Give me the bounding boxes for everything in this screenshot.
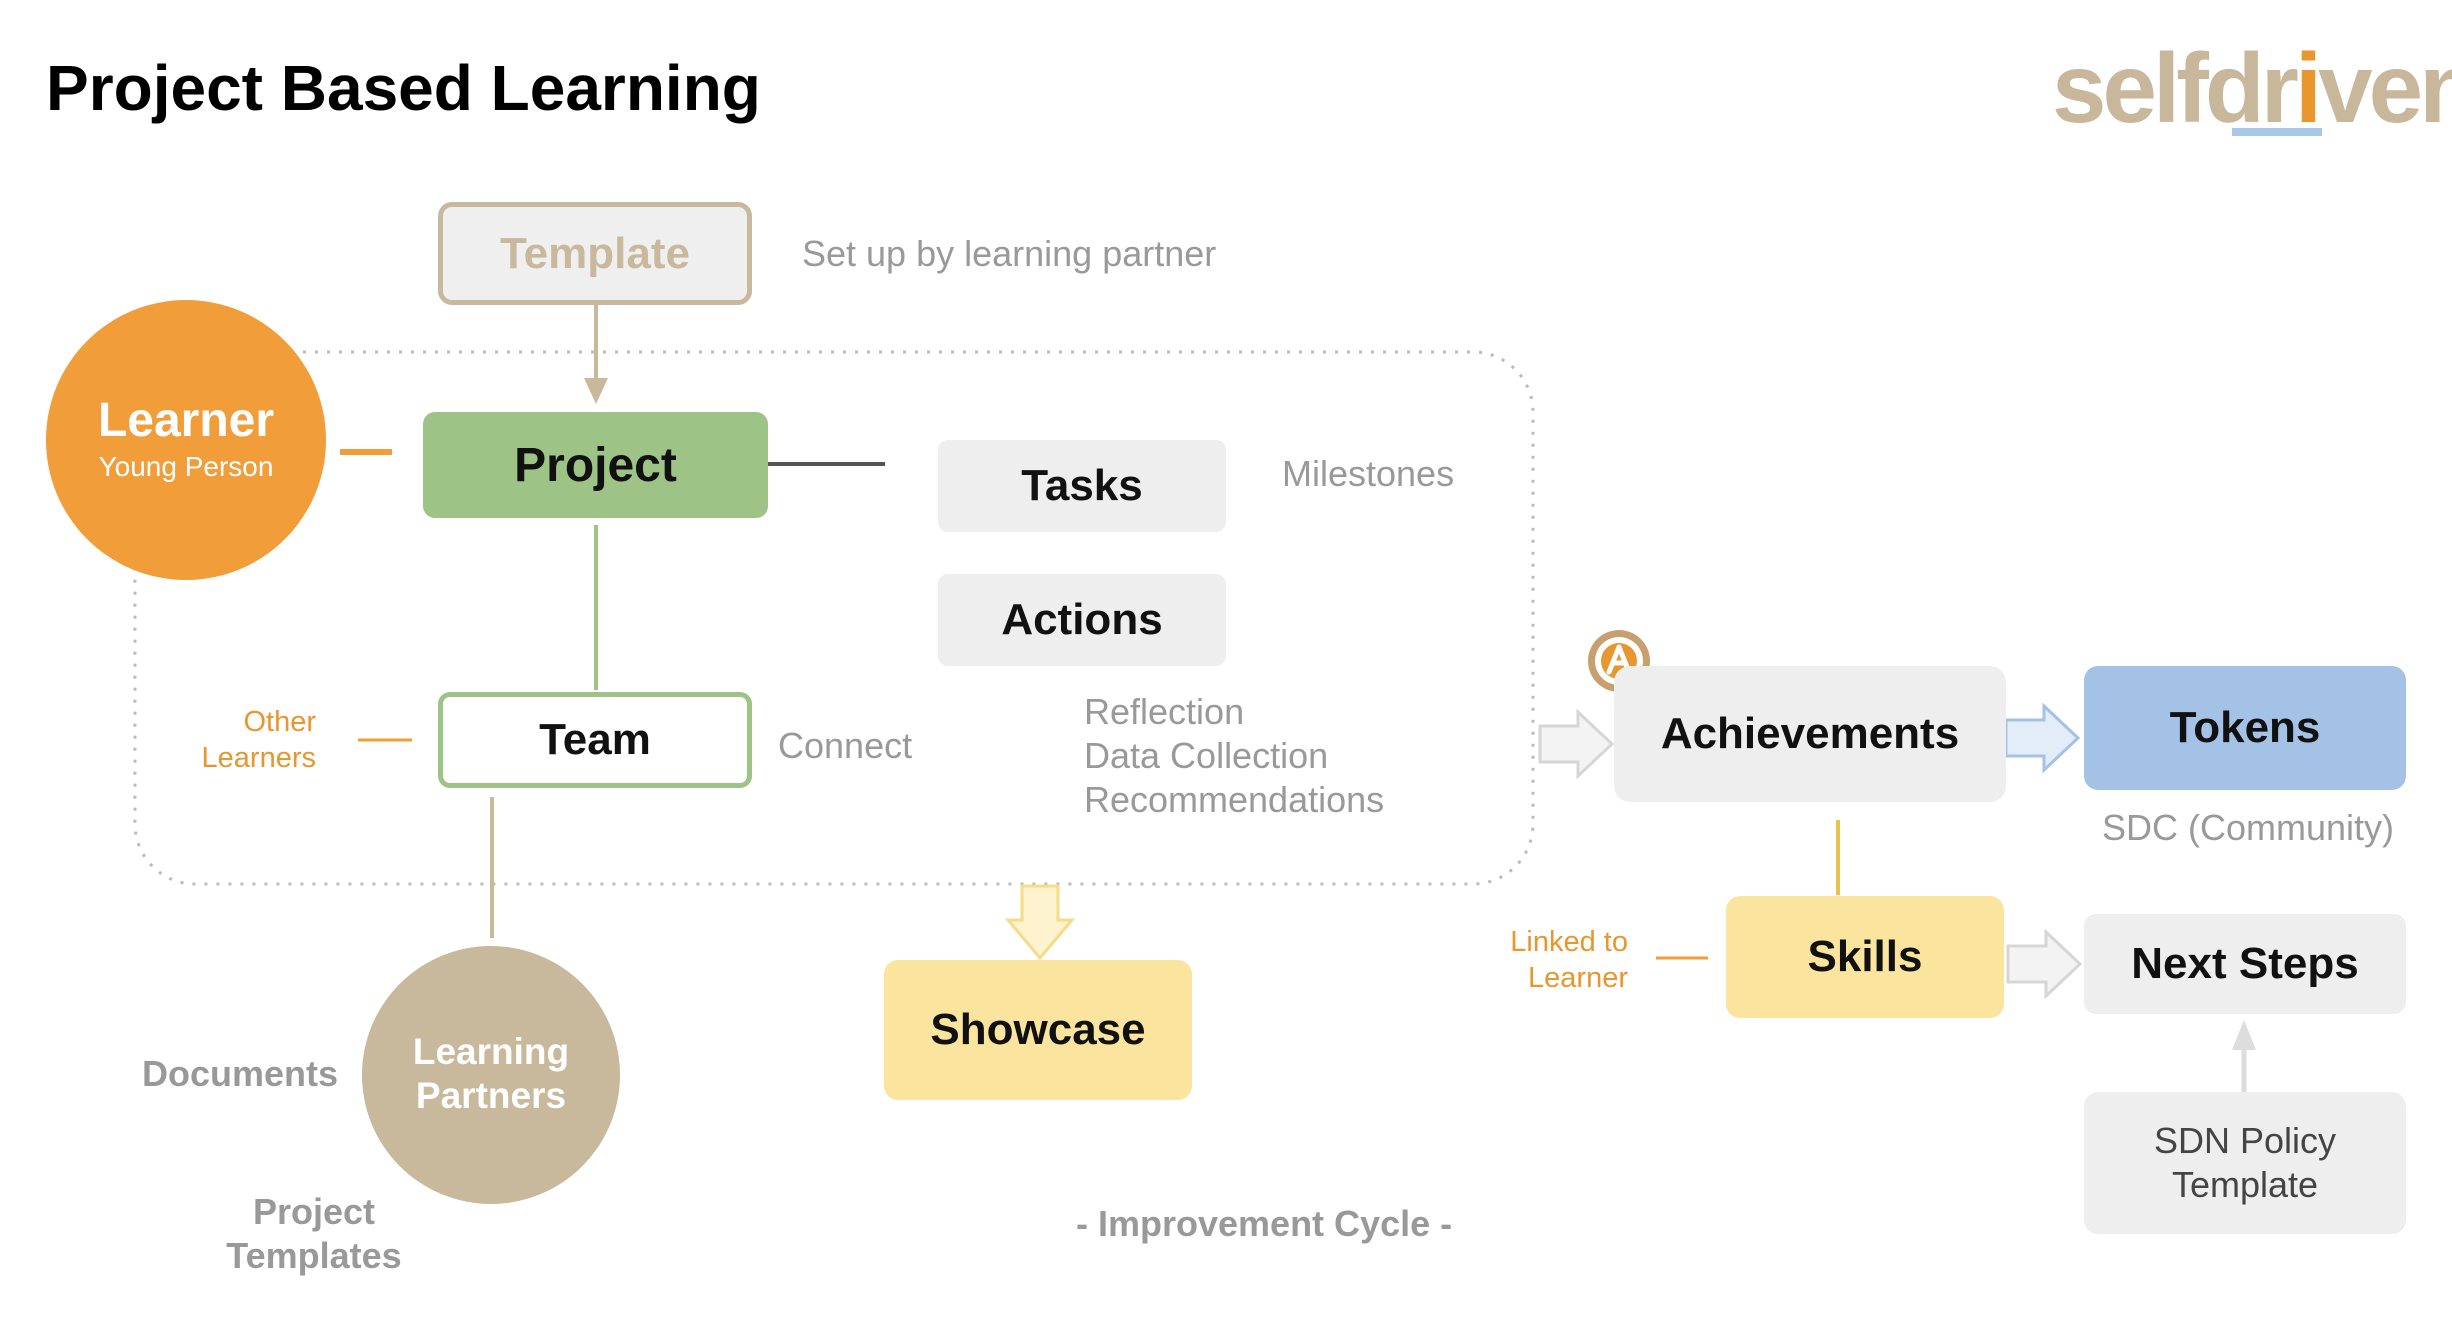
sdc-community-note: SDC (Community) [2102, 807, 2395, 848]
logo-text-right: ven [2318, 33, 2452, 143]
milestones-note: Milestones [1282, 453, 1455, 494]
reflection-notes: Reflection Data Collection Recommendatio… [1084, 690, 1384, 822]
showcase-label: Showcase [930, 1005, 1146, 1054]
showcase-box: Showcase [884, 960, 1192, 1100]
improvement-cycle-boundary [133, 350, 1535, 886]
page-title: Project Based Learning [46, 52, 761, 124]
other-learners-note: Other Learners [160, 704, 316, 777]
selfdriven-logo: selfdriven [2052, 30, 2452, 143]
learning-partners-circle: Learning Partners [362, 946, 620, 1204]
achievements-arrow [1538, 708, 1615, 780]
learner-title: Learner [97, 394, 275, 447]
skills-label: Skills [1807, 932, 1923, 981]
linked-to-learner-note: Linked to Learner [1480, 924, 1628, 997]
project-box: Project [423, 412, 768, 518]
project-templates-line2: Templates [226, 1234, 402, 1276]
tokens-box: Tokens [2084, 666, 2406, 790]
achievements-box: Achievements [1614, 666, 2006, 802]
tokens-arrow [2004, 702, 2081, 774]
actions-label: Actions [1001, 595, 1163, 644]
achievements-label: Achievements [1660, 709, 1960, 758]
sdn-policy-box: SDN Policy Template [2084, 1092, 2406, 1234]
sdn-policy-line2: Template [2171, 1164, 2319, 1205]
linked-to-line1: Linked to [1510, 926, 1628, 958]
showcase-arrow [1004, 884, 1076, 961]
learner-circle: Learner Young Person [46, 300, 326, 580]
project-templates-note: Project Templates [204, 1190, 424, 1278]
tokens-label: Tokens [2169, 703, 2321, 752]
other-learners-line2: Learners [201, 742, 316, 775]
logo-text-i: i [2294, 33, 2322, 143]
team-box: Team [438, 692, 752, 788]
actions-box: Actions [938, 574, 1226, 666]
tasks-label: Tasks [1021, 461, 1143, 510]
recommendations-line: Recommendations [1084, 778, 1385, 820]
next-steps-label: Next Steps [2131, 939, 2359, 988]
template-label: Template [500, 228, 690, 278]
data-collection-line: Data Collection [1084, 734, 1329, 776]
connect-note: Connect [778, 725, 913, 766]
template-box: Template [438, 202, 752, 305]
improvement-cycle-caption: - Improvement Cycle - [1076, 1203, 1453, 1244]
learner-subtitle: Young Person [98, 451, 274, 482]
learning-partners-line2: Partners [415, 1075, 567, 1116]
template-note: Set up by learning partner [802, 233, 1217, 274]
sdn-policy-line1: SDN Policy [2153, 1120, 2337, 1162]
other-learners-line1: Other [243, 706, 316, 738]
documents-note: Documents [142, 1053, 339, 1094]
logo-text-left: selfdr [2052, 33, 2299, 143]
reflection-line: Reflection [1084, 691, 1245, 732]
linked-to-line2: Learner [1528, 962, 1628, 995]
template-to-project-arrowhead [584, 378, 608, 404]
sdn-to-next-steps-arrowhead [2232, 1020, 2256, 1050]
next-steps-box: Next Steps [2084, 914, 2406, 1014]
logo-underline [2232, 128, 2322, 136]
tasks-box: Tasks [938, 440, 1226, 532]
next-steps-arrow [2006, 928, 2083, 1000]
project-templates-line1: Project [252, 1191, 376, 1232]
skills-box: Skills [1726, 896, 2004, 1018]
project-label: Project [514, 438, 677, 492]
team-label: Team [539, 715, 651, 764]
learning-partners-line1: Learning [412, 1031, 570, 1072]
